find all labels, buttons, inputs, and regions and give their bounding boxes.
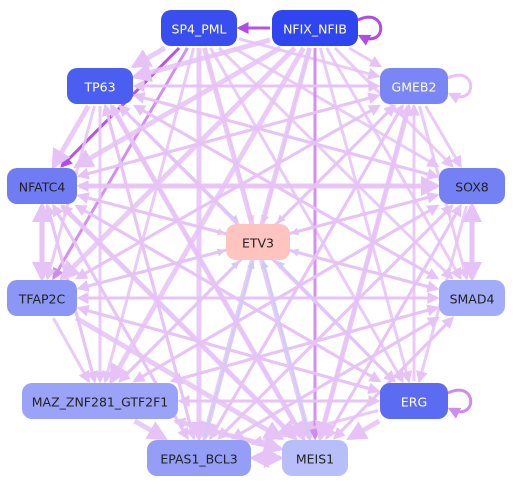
edge-nfatc4-to-gmeb2 bbox=[78, 92, 381, 178]
self-loop-erg bbox=[447, 388, 473, 419]
node-label: MEIS1 bbox=[296, 452, 334, 467]
node-label: EPAS1_BCL3 bbox=[160, 452, 237, 467]
node-label: MAZ_ZNF281_GTF2F1 bbox=[32, 395, 169, 410]
node-label: TP63 bbox=[83, 80, 115, 95]
node-tp63[interactable]: TP63 bbox=[67, 68, 133, 104]
edge-gmeb2-to-sox8 bbox=[424, 105, 462, 169]
node-box bbox=[22, 383, 178, 419]
edge-epas1-to-tp63 bbox=[101, 103, 196, 439]
node-box bbox=[226, 224, 290, 260]
edge-nfix_nfib-to-gmeb2 bbox=[348, 46, 382, 68]
node-label: GMEB2 bbox=[392, 80, 437, 95]
edge-meis1-to-smad4 bbox=[333, 316, 455, 440]
node-epas1[interactable]: EPAS1_BCL3 bbox=[147, 440, 251, 476]
node-box bbox=[439, 280, 505, 316]
node-box bbox=[272, 10, 358, 46]
edge-maz-to-sox8 bbox=[133, 204, 440, 383]
edge-sp4_pml-to-tp63 bbox=[130, 45, 167, 69]
node-box bbox=[380, 68, 448, 104]
edge-nfix_nfib-to-tp63 bbox=[131, 37, 271, 83]
edge-erg-to-nfatc4 bbox=[74, 204, 381, 383]
node-maz[interactable]: MAZ_ZNF281_GTF2F1 bbox=[22, 383, 178, 419]
node-box bbox=[439, 168, 505, 204]
node-sp4_pml[interactable]: SP4_PML bbox=[161, 10, 237, 46]
node-nfix_nfib[interactable]: NFIX_NFIB bbox=[272, 10, 358, 46]
edge-epas1-to-etv3 bbox=[203, 260, 255, 439]
node-label: TFAP2C bbox=[18, 292, 66, 307]
edge-meis1-to-etv3 bbox=[261, 260, 311, 439]
node-tfap2c[interactable]: TFAP2C bbox=[7, 280, 77, 316]
node-box bbox=[282, 440, 348, 476]
node-nfatc4[interactable]: NFATC4 bbox=[7, 168, 77, 204]
edge-tfap2c-to-maz bbox=[51, 317, 91, 384]
node-gmeb2[interactable]: GMEB2 bbox=[380, 68, 448, 104]
node-label: ERG bbox=[401, 395, 427, 410]
node-box bbox=[147, 440, 251, 476]
edge-erg-to-meis1 bbox=[346, 418, 381, 441]
edge-tp63-to-nfatc4 bbox=[51, 104, 91, 170]
edge-tfap2c-to-gmeb2 bbox=[76, 104, 381, 280]
node-box bbox=[380, 383, 448, 419]
node-box bbox=[67, 68, 133, 104]
edge-epas1-to-gmeb2 bbox=[209, 103, 404, 439]
node-box bbox=[7, 168, 77, 204]
edge-meis1-to-sox8 bbox=[325, 203, 462, 439]
node-label: ETV3 bbox=[242, 236, 274, 251]
edge-maz-to-epas1 bbox=[133, 418, 168, 441]
edge-smad4-to-tp63 bbox=[132, 104, 438, 280]
node-label: NFATC4 bbox=[19, 180, 66, 195]
node-box bbox=[161, 10, 237, 46]
node-label: SOX8 bbox=[455, 180, 489, 195]
node-etv3[interactable]: ETV3 bbox=[226, 224, 290, 260]
node-smad4[interactable]: SMAD4 bbox=[439, 280, 505, 316]
node-label: SP4_PML bbox=[172, 22, 227, 37]
edge-maz-to-smad4 bbox=[171, 304, 440, 383]
edge-meis1-to-nfatc4 bbox=[60, 204, 296, 440]
edge-meis1-to-maz bbox=[173, 417, 281, 451]
node-label: SMAD4 bbox=[450, 292, 495, 307]
edge-meis1-to-gmeb2 bbox=[318, 103, 413, 439]
node-label: NFIX_NFIB bbox=[283, 22, 347, 37]
node-meis1[interactable]: MEIS1 bbox=[282, 440, 348, 476]
self-loop-gmeb2 bbox=[447, 73, 473, 104]
edge-sox8-to-tp63 bbox=[132, 92, 438, 179]
self-loop-nfix_nfib bbox=[357, 15, 383, 46]
edges-layer bbox=[32, 15, 482, 468]
node-box bbox=[7, 280, 77, 316]
node-sox8[interactable]: SOX8 bbox=[439, 168, 505, 204]
edge-meis1-to-tp63 bbox=[110, 103, 305, 439]
node-erg[interactable]: ERG bbox=[380, 383, 448, 419]
